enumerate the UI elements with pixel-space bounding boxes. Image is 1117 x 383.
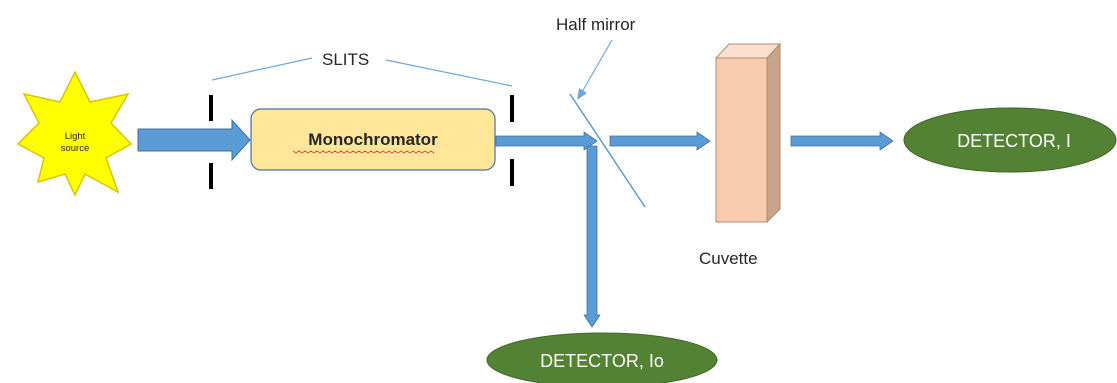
light-source-star xyxy=(16,70,133,197)
detector-io xyxy=(486,332,718,383)
beam-arrow-source-to-monochromator xyxy=(137,118,251,162)
slits-label: SLITS xyxy=(322,50,369,69)
detector-i xyxy=(903,107,1117,173)
slits-callout-line-right xyxy=(385,59,513,87)
light-source-label-line2: source xyxy=(61,143,90,154)
half-mirror-label: Half mirror xyxy=(556,15,636,34)
half-mirror-callout-arrowhead xyxy=(577,88,587,100)
exit-slit-top xyxy=(510,95,514,122)
cuvette-side-face xyxy=(766,42,781,224)
detector-i-label: DETECTOR, I xyxy=(957,131,1071,151)
monochromator-label: Monochromator xyxy=(308,130,438,149)
slits-callout-line-left xyxy=(211,57,313,81)
beam-arrow-cuvette-to-detector-i xyxy=(790,131,894,151)
monochromator-box xyxy=(250,108,496,171)
entrance-slit-top xyxy=(209,95,213,121)
exit-slit-bottom xyxy=(510,159,514,186)
half-mirror-callout-line xyxy=(581,39,613,93)
cuvette-front-face xyxy=(715,57,768,223)
beam-arrow-monochromator-to-mirror xyxy=(495,131,598,151)
beam-arrow-mirror-to-detector-io xyxy=(583,145,601,328)
beam-arrow-mirror-to-cuvette xyxy=(609,131,711,151)
cuvette-label: Cuvette xyxy=(699,249,758,268)
monochromator-spellcheck-underline xyxy=(292,150,435,154)
half-mirror xyxy=(569,93,646,208)
entrance-slit-bottom xyxy=(209,163,213,189)
light-source-label-line1: Light xyxy=(65,131,86,142)
detector-io-label: DETECTOR, Io xyxy=(540,351,664,371)
